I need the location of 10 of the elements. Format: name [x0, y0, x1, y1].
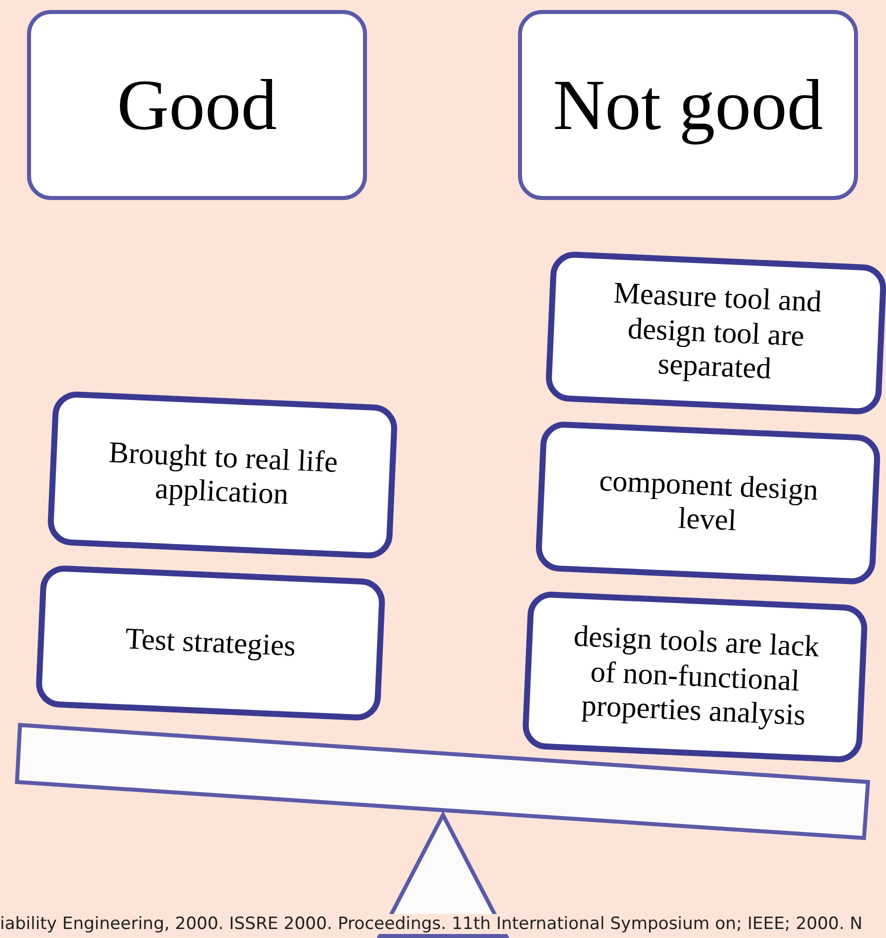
heading-text: Good [117, 64, 277, 146]
reason-text: Measure tool and design tool are separated [612, 276, 824, 388]
heading-text: Not good [553, 64, 823, 146]
heading-box [518, 10, 858, 200]
reason-text: Test strategies [124, 622, 296, 664]
citation-text: iability Engineering, 2000. ISSRE 2000. Proceedings. 11th International Symposium on; IEEE; 2000. N [0, 914, 862, 934]
reason-text: Brought to real life application [107, 434, 340, 513]
heading-box [27, 10, 367, 200]
reason-text: design tools are lack of non-functional properties analysis [572, 619, 822, 734]
reason-text: component design level [598, 462, 820, 540]
